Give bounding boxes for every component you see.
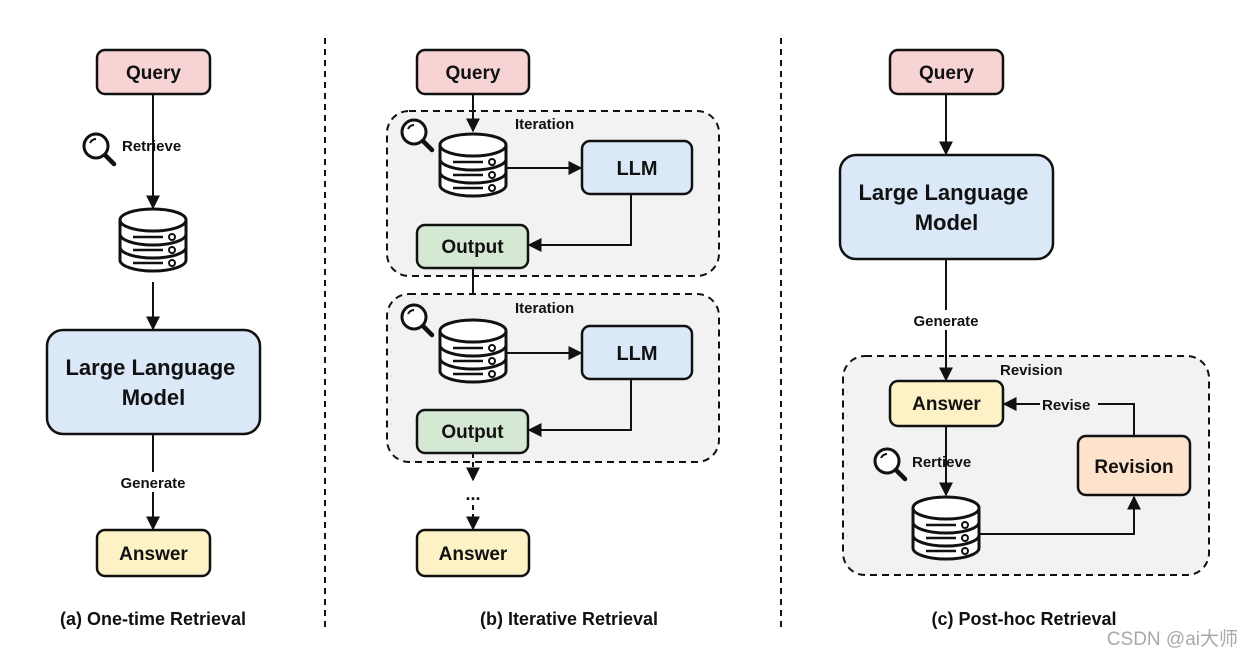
database-icon xyxy=(438,318,508,384)
llm-box-2 xyxy=(580,324,694,381)
iteration-label-2: Iteration xyxy=(515,300,574,317)
iteration-label-1: Iteration xyxy=(515,116,574,133)
panel-a: Query Retrieve Large Language Model Gene… xyxy=(45,48,262,629)
revise-label-bg xyxy=(1040,396,1098,414)
answer-label: Answer xyxy=(439,544,508,565)
llm-box xyxy=(45,328,262,436)
arrow-db-revision xyxy=(979,495,1141,535)
query-label: Query xyxy=(446,63,501,84)
output-label-1: Output xyxy=(441,237,504,258)
ellipsis-label: ... xyxy=(465,484,480,504)
answer-label: Answer xyxy=(912,394,981,415)
database-icon xyxy=(911,495,981,561)
revise-label: Revise xyxy=(1042,397,1090,414)
caption-a: (a) One-time Retrieval xyxy=(60,609,246,629)
generate-label-bg xyxy=(903,310,989,330)
revision-group-label: Revision xyxy=(1000,362,1063,379)
arrow-llm1-output1 xyxy=(527,194,632,252)
query-label: Query xyxy=(919,63,974,84)
answer-box xyxy=(415,528,531,578)
llm-label-line2: Model xyxy=(915,210,979,235)
svg-text:Large Language Model: Large Language Model xyxy=(858,180,1034,235)
generate-label-bg xyxy=(110,472,196,492)
answer-box xyxy=(95,528,212,578)
database-icon xyxy=(118,207,188,273)
llm-label-line1: Large Language xyxy=(65,355,235,380)
generate-label: Generate xyxy=(120,475,185,492)
caption-c: (c) Post-hoc Retrieval xyxy=(931,609,1116,629)
revision-label: Revision xyxy=(1094,457,1173,478)
output-label-2: Output xyxy=(441,422,504,443)
llm-box xyxy=(838,153,1055,261)
panel-c: Query Large Language Model Revision Gene… xyxy=(838,48,1210,629)
llm-label-2: LLM xyxy=(616,343,657,365)
database-icon xyxy=(438,132,508,198)
watermark: CSDN @ai大师 xyxy=(1107,628,1238,650)
panel-b: Query Iteration LLM Output Iteration LLM… xyxy=(386,48,720,629)
retrieve-label: Retrieve xyxy=(122,138,181,155)
llm-label-1: LLM xyxy=(616,158,657,180)
svg-text:Large Language Model: Large Language Model xyxy=(65,355,241,410)
answer-label: Answer xyxy=(119,544,188,565)
arrow-llm2-output2 xyxy=(527,379,632,437)
llm-box-1 xyxy=(580,139,694,196)
generate-label: Generate xyxy=(913,313,978,330)
caption-b: (b) Iterative Retrieval xyxy=(480,609,658,629)
retrieve-label: Rertieve xyxy=(912,454,971,471)
llm-label-line1: Large Language xyxy=(858,180,1028,205)
search-icon xyxy=(84,134,114,164)
llm-label-line2: Model xyxy=(122,385,186,410)
query-label: Query xyxy=(126,63,181,84)
